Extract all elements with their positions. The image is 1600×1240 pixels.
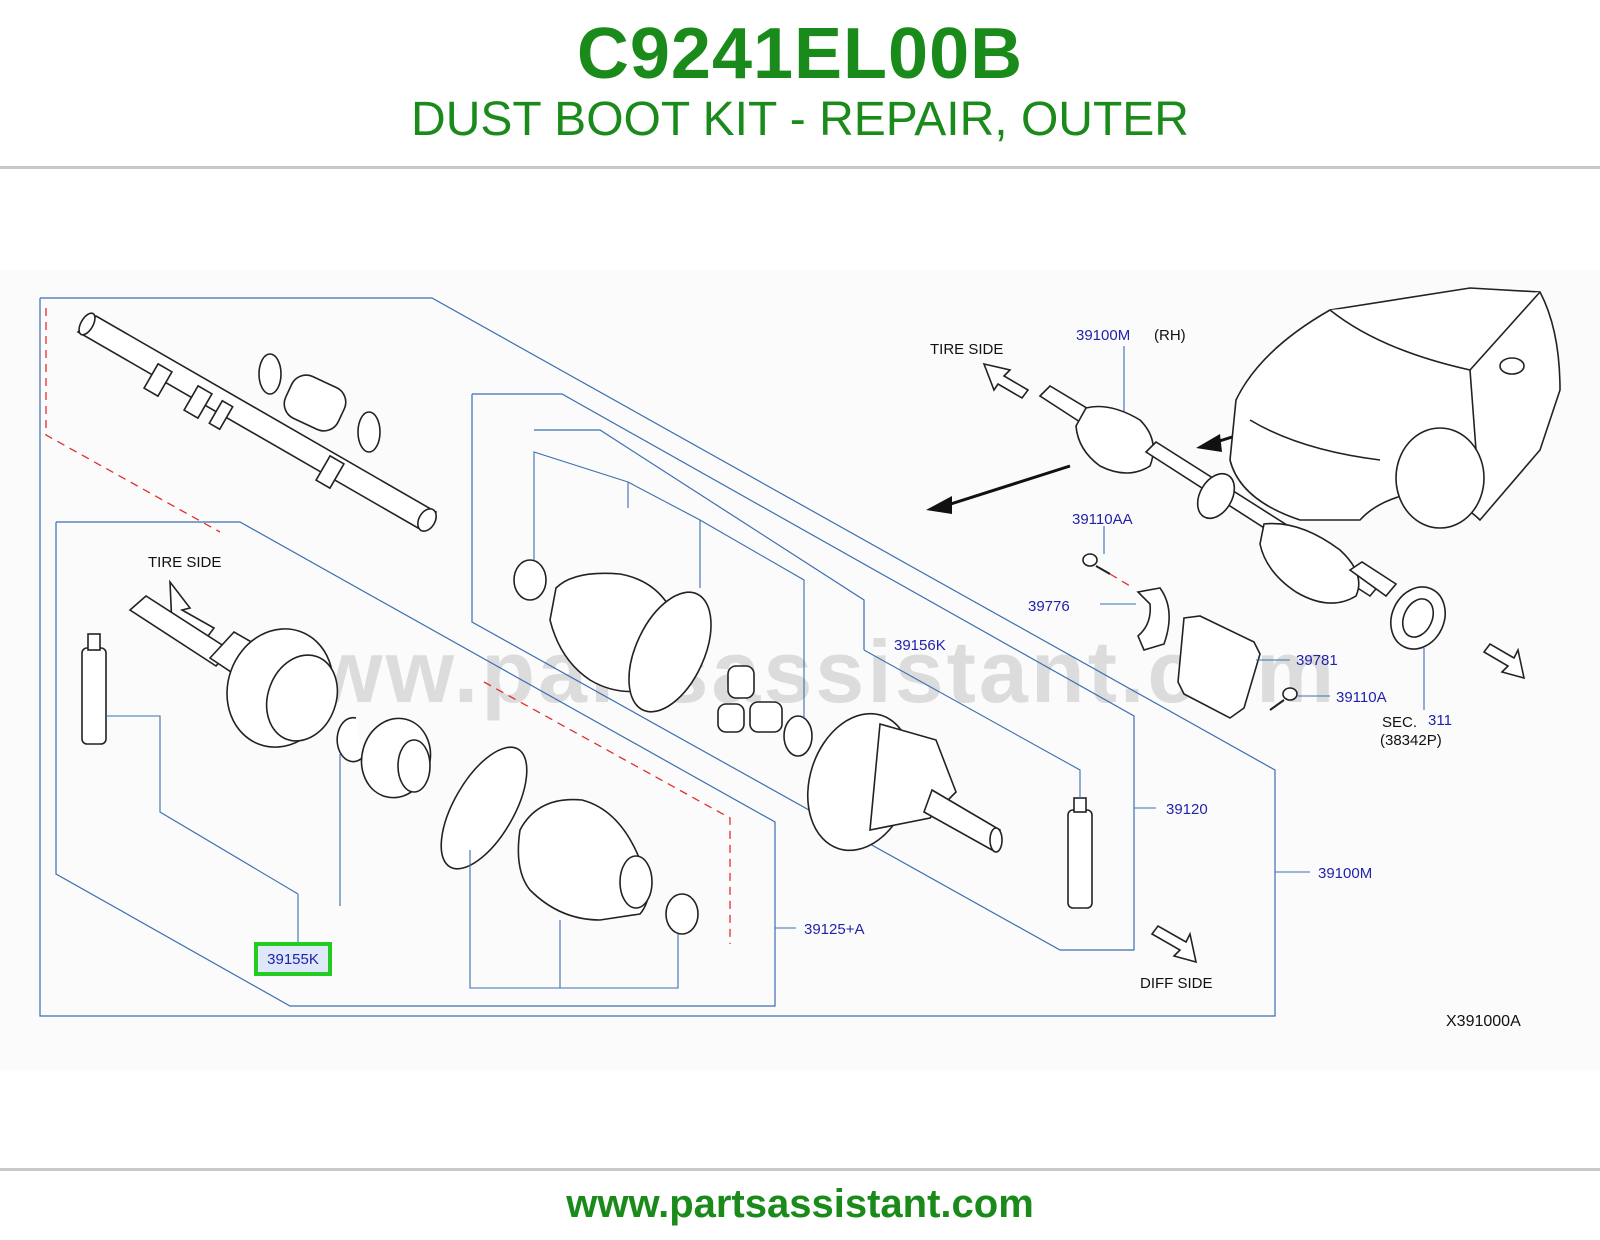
leader-grease-left bbox=[106, 715, 299, 895]
leader-39156k bbox=[699, 519, 805, 718]
highlight-box-39155k[interactable] bbox=[254, 942, 332, 976]
diff-side-arrow-middle bbox=[1150, 924, 1198, 964]
tire-side-label-left: TIRE SIDE bbox=[148, 554, 221, 571]
callout-39110aa[interactable]: 39110AA bbox=[1072, 511, 1133, 528]
frame-39125a bbox=[55, 521, 776, 1007]
footer-url-link[interactable]: www.partsassistant.com bbox=[566, 1182, 1034, 1226]
callout-39100m-right[interactable]: 39100M bbox=[1318, 865, 1372, 882]
tire-side-label-right: TIRE SIDE bbox=[930, 341, 1003, 358]
callout-sec-311[interactable]: 311 bbox=[1428, 712, 1452, 729]
drive-shaft-assembly bbox=[1038, 384, 1398, 604]
outer-joint-shaft bbox=[128, 595, 339, 748]
diff-side-arrow-right bbox=[1482, 642, 1526, 680]
frame-39100m bbox=[39, 297, 1276, 1017]
callout-39776[interactable]: 39776 bbox=[1028, 598, 1070, 615]
diagram-code: X391000A bbox=[1446, 1013, 1521, 1030]
inner-race bbox=[360, 717, 432, 799]
bolt-39110a bbox=[1269, 687, 1298, 711]
tire-side-arrow-right bbox=[982, 362, 1030, 400]
callout-39100m-top[interactable]: 39100M bbox=[1076, 327, 1130, 344]
outer-dust-boot bbox=[517, 798, 653, 921]
band-upper-left bbox=[513, 559, 547, 601]
frame-39156k bbox=[534, 429, 865, 650]
inner-boot-small bbox=[258, 353, 381, 453]
snap-ring bbox=[336, 716, 363, 763]
axle-shaft bbox=[76, 312, 438, 532]
grease-tube-left bbox=[81, 633, 107, 745]
footer-divider bbox=[0, 1168, 1600, 1171]
callout-39125a[interactable]: 39125+A bbox=[804, 921, 864, 938]
callout-39156k[interactable]: 39156K bbox=[894, 637, 946, 654]
page-header: C9241EL00B DUST BOOT KIT - REPAIR, OUTER bbox=[0, 0, 1600, 168]
support-39781 bbox=[1177, 615, 1261, 719]
diff-side-label: DIFF SIDE bbox=[1140, 975, 1213, 992]
leader-39125a bbox=[469, 850, 679, 989]
dash-bolt-upper bbox=[1109, 573, 1131, 587]
parts-diagram: www.partsassistant.com bbox=[0, 270, 1600, 1070]
callout-39781[interactable]: 39781 bbox=[1296, 652, 1338, 669]
band-large-middle bbox=[628, 591, 712, 713]
boot-band-large bbox=[440, 746, 528, 870]
parts-diagram-svg: www.partsassistant.com bbox=[39, 287, 1561, 1030]
tripod-joint bbox=[717, 665, 783, 733]
frame-39120 bbox=[471, 393, 1135, 951]
callout-39155k[interactable]: 39155K bbox=[267, 951, 319, 968]
leader-boot-large bbox=[627, 481, 701, 588]
callout-39120[interactable]: 39120 bbox=[1166, 801, 1208, 818]
oil-seal bbox=[1390, 586, 1446, 650]
rh-label: (RH) bbox=[1154, 327, 1186, 344]
snap-ring-middle bbox=[783, 715, 813, 757]
dash-line-upper bbox=[45, 308, 221, 533]
part-number-title: C9241EL00B bbox=[576, 14, 1024, 94]
part-description: DUST BOOT KIT - REPAIR, OUTER bbox=[411, 93, 1189, 146]
dash-line-lower bbox=[483, 681, 731, 944]
callout-39110a[interactable]: 39110A bbox=[1336, 689, 1387, 706]
grease-tube-right bbox=[1067, 797, 1093, 909]
bolt-39110aa bbox=[1082, 553, 1111, 575]
inner-joint-housing bbox=[806, 712, 1003, 853]
sec-ref-label: (38342P) bbox=[1380, 732, 1442, 749]
watermark-text: www.partsassistant.com bbox=[242, 622, 1338, 721]
header-divider bbox=[0, 166, 1600, 169]
leader-band-upper bbox=[533, 451, 629, 560]
vehicle-outline bbox=[1229, 287, 1561, 529]
bracket-39776 bbox=[1136, 587, 1170, 651]
sec-label: SEC. bbox=[1382, 714, 1417, 731]
boot-band-small bbox=[665, 893, 699, 935]
leader-grease-right bbox=[863, 649, 1081, 798]
